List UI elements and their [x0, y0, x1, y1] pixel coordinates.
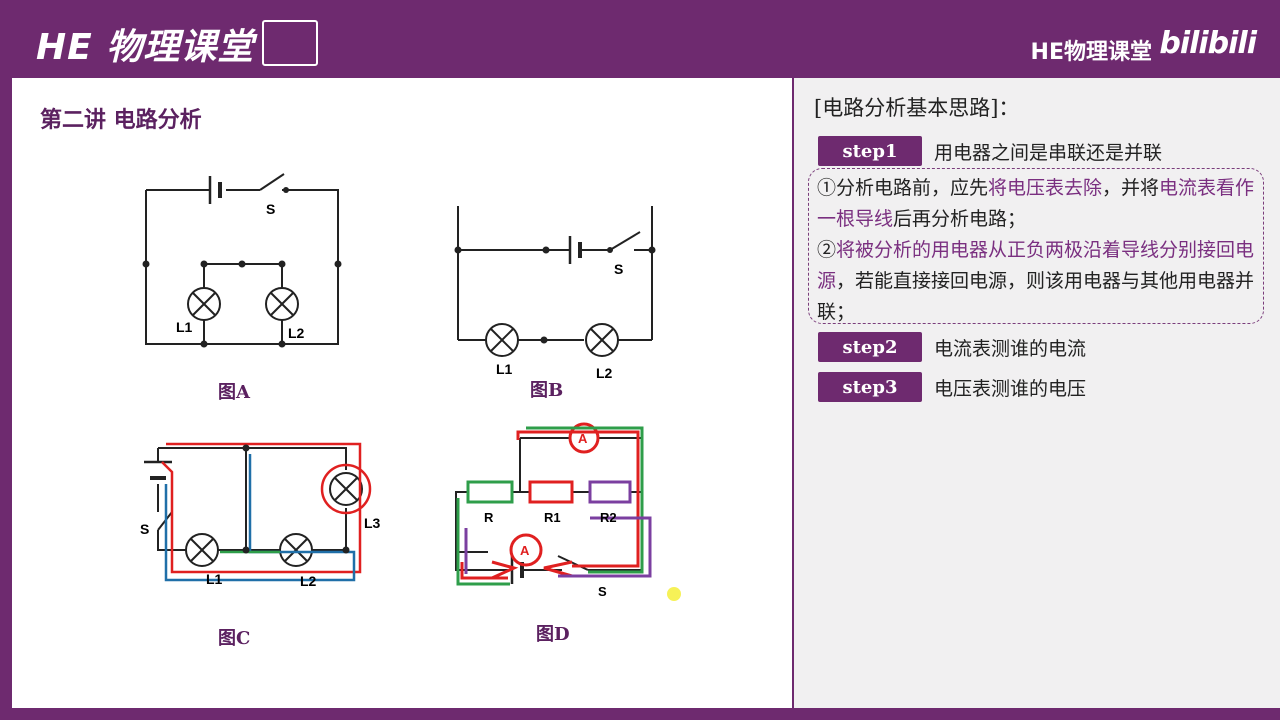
tip-1: ①分析电路前，应先将电压表去除，并将电流表看作一根导线后再分析电路； — [817, 173, 1257, 235]
tip-1-highlight-2: 电流表看作一根导线 — [817, 177, 1255, 230]
tip-1-part-c: ，并将 — [1102, 177, 1160, 199]
figure-c-lamp2-label: L2 — [300, 573, 317, 589]
caption-figure-b: 图B — [530, 380, 564, 401]
figure-d-r1-label: R1 — [544, 510, 561, 525]
tip-2-highlight: 将被分析的用电器从正负两极沿着导线分别接回电源 — [817, 239, 1255, 292]
caption-figure-d: 图D — [536, 624, 570, 645]
figure-c-switch-label: S — [140, 521, 149, 537]
step2-tag: step2 — [818, 332, 922, 362]
slide-left-panel: 第二讲 电路分析 S L1 L2 图A S L1 — [12, 78, 792, 708]
caption-figure-a: 图A — [218, 382, 250, 403]
figure-a-lamp2-label: L2 — [288, 325, 305, 341]
tips-box: ①分析电路前，应先将电压表去除，并将电流表看作一根导线后再分析电路； ②将被分析… — [808, 168, 1264, 324]
classroom-icon — [262, 20, 318, 66]
ammeter-symbol-a1: A — [578, 431, 588, 446]
circuit-figure-a: S L1 L2 — [142, 173, 342, 348]
step1-text: 用电器之间是串联还是并联 — [934, 141, 1163, 164]
caption-figure-c: 图C — [218, 628, 251, 649]
figure-a-switch-label: S — [266, 201, 275, 217]
top-bar: HE 物理课堂 HE物理课堂 bilibili — [0, 0, 1280, 78]
circuit-figure-b: S L1 L2 — [454, 206, 656, 381]
step3-row: step3 电压表测谁的电压 — [818, 372, 1086, 402]
figure-d-switch-label: S — [598, 584, 607, 599]
step3-tag: step3 — [818, 372, 922, 402]
figure-c-lamp1-label: L1 — [206, 571, 223, 587]
tip-2: ②将被分析的用电器从正负两极沿着导线分别接回电源，若能直接接回电源，则该用电器与… — [817, 235, 1257, 328]
figure-d-r2-label: R2 — [600, 510, 617, 525]
figure-a-lamp1-label: L1 — [176, 319, 193, 335]
cursor-dot — [667, 587, 681, 601]
tip-2-part-a: ② — [817, 239, 837, 261]
tip-1-part-a: ①分析电路前，应先 — [817, 177, 989, 199]
ammeter-symbol-a2: A — [520, 543, 530, 558]
figure-b-lamp2-label: L2 — [596, 365, 613, 381]
step3-text: 电压表测谁的电压 — [934, 377, 1087, 400]
analysis-heading: [电路分析基本思路]： — [814, 96, 1020, 120]
brand-text: HE物理课堂 — [1030, 40, 1152, 65]
step1-tag: step1 — [818, 136, 922, 166]
figure-b-lamp1-label: L1 — [496, 361, 513, 377]
course-logo: HE 物理课堂 — [36, 27, 255, 68]
tip-2-part-c: ，若能直接接回电源，则该用电器与其他用电器并联； — [817, 270, 1255, 323]
bilibili-logo: bilibili — [1159, 26, 1257, 61]
tip-1-part-e: 后再分析电路； — [893, 208, 1027, 230]
analysis-panel: [电路分析基本思路]： step1 用电器之间是串联还是并联 ①分析电路前，应先… — [794, 78, 1280, 708]
figure-d-r-text: R — [484, 510, 494, 525]
lecture-title: 第二讲 电路分析 — [40, 108, 202, 133]
figure-c-lamp3-label: L3 — [364, 515, 381, 531]
step2-row: step2 电流表测谁的电流 — [818, 332, 1086, 362]
step2-text: 电流表测谁的电流 — [934, 337, 1087, 360]
figure-b-switch-label: S — [614, 261, 623, 277]
step1-row: step1 用电器之间是串联还是并联 — [818, 136, 1162, 166]
circuit-figure-d: R R R1 R2 S A A — [455, 422, 681, 601]
circuit-figure-c: S L1 L2 L3 — [140, 442, 381, 589]
tip-1-highlight-1: 将电压表去除 — [988, 177, 1103, 199]
